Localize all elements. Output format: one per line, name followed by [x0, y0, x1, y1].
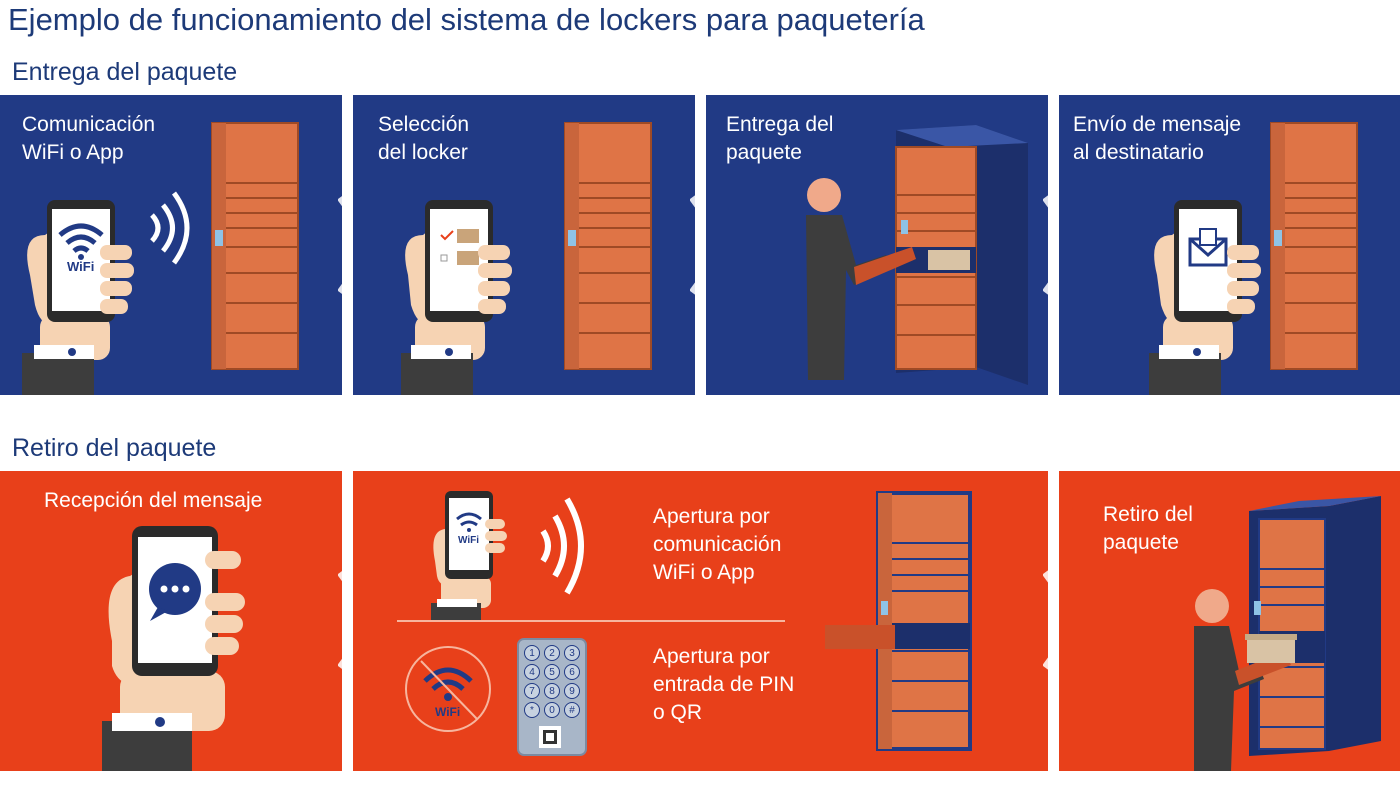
step-receive-message: Recepción del mensaje [0, 471, 342, 771]
wifi-label: WiFi [67, 259, 95, 274]
step-communication: Comunicación WiFi o App [0, 95, 342, 395]
hand-phone-selection-illustration [401, 122, 652, 395]
hand-phone-message-illustration [1149, 122, 1358, 395]
step-pickup: Retiro del paquete [1059, 471, 1400, 771]
step-delivery-text: Entrega del paquete [726, 113, 834, 164]
delivery-heading: Entrega del paquete [12, 58, 238, 86]
step-message-text: Envío de mensaje al destinatario [1073, 113, 1242, 164]
keypad-key: 6 [564, 664, 580, 680]
wifi-crossed-label: WiFi [435, 705, 461, 719]
step-communication-text: Comunicación WiFi o App [22, 113, 156, 164]
step-delivery: Entrega del paquete [706, 95, 1048, 395]
pickup-heading: Retiro del paquete [12, 434, 217, 462]
customer-locker-illustration [1194, 496, 1381, 771]
step-pickup-text: Retiro del paquete [1103, 503, 1193, 554]
keypad-key: 9 [564, 683, 580, 699]
step-opening: Apertura por comunicación WiFi o App Ape… [353, 471, 1048, 771]
keypad-key: 8 [544, 683, 560, 699]
step-receive-message-text: Recepción del mensaje [44, 489, 263, 512]
step-message: Envío de mensaje al destinatario [1059, 95, 1400, 395]
step-selection: Selección del locker [353, 95, 695, 395]
keypad-key: 1 [524, 645, 540, 661]
keypad-key: 2 [544, 645, 560, 661]
keypad-key: 0 [544, 702, 560, 718]
hand-phone-chat-illustration [102, 526, 245, 771]
wifi-label: WiFi [458, 535, 480, 546]
step-selection-text: Selección del locker [378, 113, 470, 164]
opening-wifi-text: Apertura por comunicación WiFi o App [653, 505, 782, 584]
keypad-key: * [524, 702, 540, 718]
hand-phone-wifi-illustration [22, 122, 299, 395]
keypad-key: 3 [564, 645, 580, 661]
page-title: Ejemplo de funcionamiento del sistema de… [8, 2, 925, 37]
keypad-key: 7 [524, 683, 540, 699]
courier-locker-illustration [806, 125, 1028, 385]
opening-pin-text: Apertura por entrada de PIN o QR [653, 645, 795, 724]
opening-methods-illustration [397, 491, 972, 756]
keypad-key: 4 [524, 664, 540, 680]
keypad-key: # [564, 702, 580, 718]
keypad-key: 5 [544, 664, 560, 680]
